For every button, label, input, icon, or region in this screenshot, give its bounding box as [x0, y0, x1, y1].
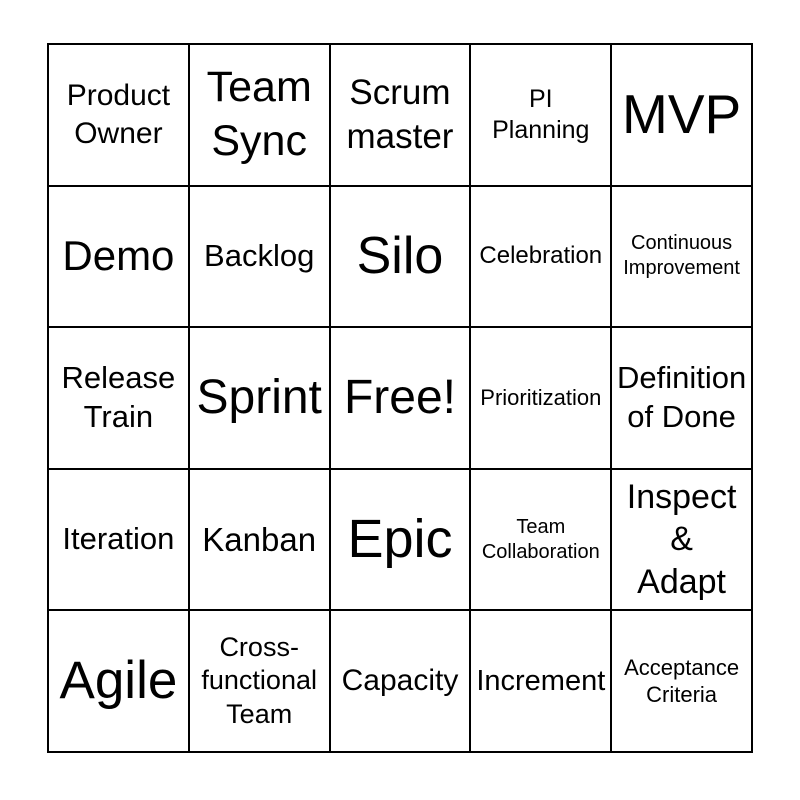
bingo-cell[interactable]: Inspect & Adapt: [612, 469, 751, 610]
bingo-cell[interactable]: Team Collaboration: [471, 469, 611, 610]
bingo-cell[interactable]: Epic: [330, 469, 470, 610]
bingo-card: Product Owner Team Sync Scrum master PI …: [47, 43, 753, 753]
bingo-cell-free-space[interactable]: Free!: [330, 328, 470, 468]
bingo-cell[interactable]: Prioritization: [471, 328, 611, 468]
bingo-cell[interactable]: Agile: [49, 611, 188, 751]
bingo-cell[interactable]: Scrum master: [330, 45, 470, 185]
bingo-cell[interactable]: Release Train: [49, 328, 188, 468]
bingo-cell[interactable]: Backlog: [189, 186, 329, 327]
bingo-cell[interactable]: Celebration: [471, 186, 611, 327]
bingo-cell[interactable]: Sprint: [189, 328, 329, 468]
bingo-cell[interactable]: Team Sync: [189, 45, 329, 185]
bingo-cell[interactable]: Capacity: [330, 611, 470, 751]
bingo-cell[interactable]: PI Planning: [471, 45, 611, 185]
bingo-cell[interactable]: Demo: [49, 186, 188, 327]
bingo-cell[interactable]: Silo: [330, 186, 470, 327]
bingo-cell[interactable]: Increment: [471, 611, 611, 751]
bingo-grid: Product Owner Team Sync Scrum master PI …: [47, 43, 753, 753]
bingo-cell[interactable]: Definition of Done: [612, 328, 751, 468]
bingo-cell[interactable]: MVP: [612, 45, 751, 185]
bingo-cell[interactable]: Continuous Improvement: [612, 186, 751, 327]
bingo-cell[interactable]: Product Owner: [49, 45, 188, 185]
bingo-cell[interactable]: Cross- functional Team: [189, 611, 329, 751]
bingo-cell[interactable]: Acceptance Criteria: [612, 611, 751, 751]
bingo-cell[interactable]: Iteration: [49, 469, 188, 610]
bingo-cell[interactable]: Kanban: [189, 469, 329, 610]
